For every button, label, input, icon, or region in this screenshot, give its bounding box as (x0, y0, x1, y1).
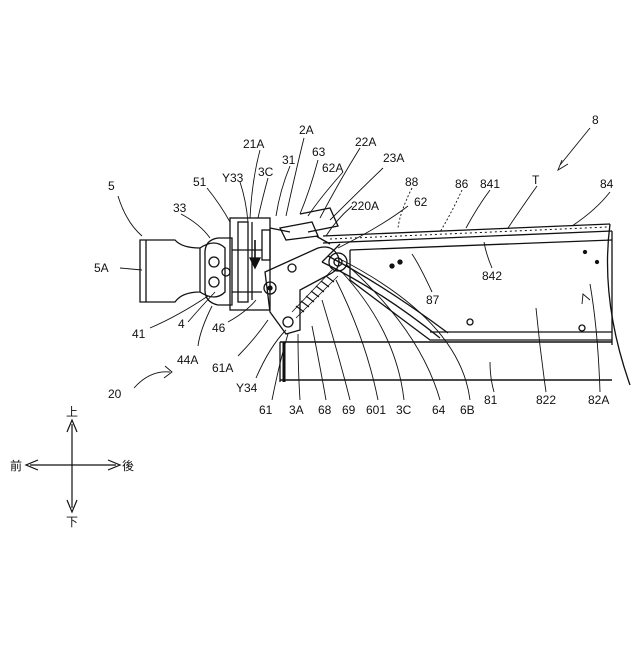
label-4: 4 (178, 317, 185, 331)
upper-plate-22A (280, 208, 338, 244)
label-64: 64 (432, 403, 446, 417)
label-46: 46 (212, 321, 226, 335)
label-82A: 82A (588, 393, 609, 407)
label-8: 8 (592, 113, 599, 127)
handle-5 (140, 240, 225, 302)
label-86: 86 (455, 177, 469, 191)
label-61A: 61A (212, 361, 233, 375)
label-88: 88 (405, 175, 419, 189)
label-21A: 21A (243, 137, 264, 151)
pivot-4 (205, 238, 262, 305)
label-62A: 62A (322, 161, 343, 175)
direction-down-label: 下 (66, 515, 78, 529)
label-842: 842 (482, 269, 502, 283)
label-68: 68 (318, 403, 332, 417)
label-62: 62 (414, 195, 428, 209)
label-3C-bottom: 3C (396, 403, 412, 417)
label-3C-top: 3C (258, 165, 274, 179)
bracket-21A (230, 218, 290, 310)
label-87: 87 (426, 293, 440, 307)
label-220A: 220A (351, 199, 379, 213)
label-33: 33 (173, 201, 187, 215)
label-63: 63 (312, 145, 326, 159)
label-841: 841 (480, 177, 500, 191)
label-Y33: Y33 (222, 171, 244, 185)
label-51: 51 (193, 175, 207, 189)
label-5A: 5A (94, 261, 109, 275)
label-61: 61 (259, 403, 273, 417)
label-3A: 3A (289, 403, 304, 417)
label-22A: 22A (355, 135, 376, 149)
label-822: 822 (536, 393, 556, 407)
label-31: 31 (282, 153, 296, 167)
label-2A: 2A (299, 123, 314, 137)
label-20: 20 (108, 387, 122, 401)
direction-rear-label: 後 (122, 459, 134, 473)
label-601: 601 (366, 403, 386, 417)
label-69: 69 (342, 403, 356, 417)
label-23A: 23A (383, 151, 404, 165)
spring-68 (292, 270, 338, 318)
label-44A: 44A (177, 353, 198, 367)
label-T: T (532, 173, 540, 187)
label-5: 5 (108, 179, 115, 193)
label-84: 84 (600, 177, 614, 191)
label-6B: 6B (460, 403, 475, 417)
lever-61 (264, 247, 339, 334)
label-41: 41 (132, 327, 146, 341)
rail-body-8 (280, 224, 630, 385)
direction-cross (26, 420, 120, 512)
label-81: 81 (484, 393, 498, 407)
direction-front-label: 前 (10, 458, 22, 473)
label-Y34: Y34 (236, 381, 258, 395)
direction-up-label: 上 (66, 405, 78, 419)
